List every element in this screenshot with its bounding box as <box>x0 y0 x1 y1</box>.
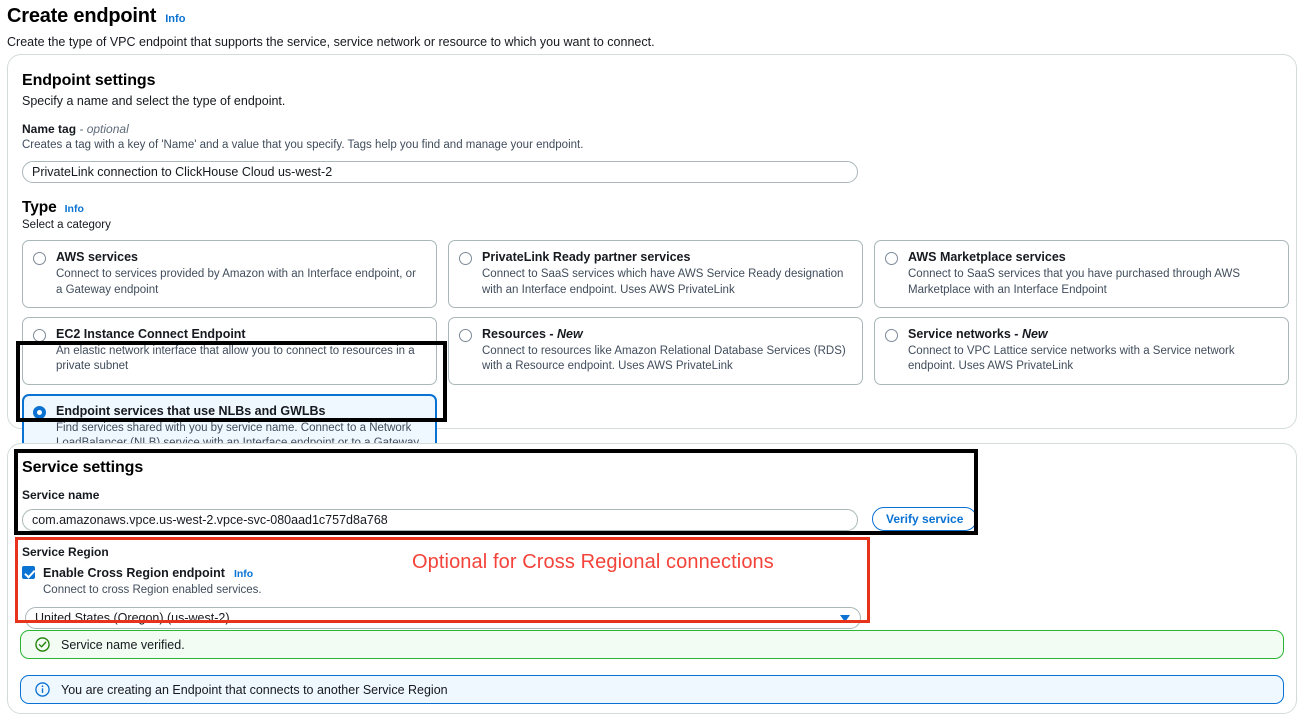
type-label: Type <box>22 198 57 216</box>
type-option-aws-services[interactable]: AWS services Connect to services provide… <box>22 239 437 308</box>
type-option-description: Connect to resources like Amazon Relatio… <box>482 345 846 373</box>
type-option-description: Connect to VPC Lattice service networks … <box>908 345 1235 373</box>
type-option-description: Connect to SaaS services that you have p… <box>908 268 1240 296</box>
type-option-title-text: Resources - <box>482 326 558 341</box>
name-tag-hint: Creates a tag with a key of 'Name' and a… <box>22 139 584 152</box>
service-settings-title: Service settings <box>22 459 144 476</box>
type-option-new-badge: New <box>557 326 583 341</box>
annotation-cross-region-note: Optional for Cross Regional connections <box>412 551 774 573</box>
type-option-title: Resources - New <box>482 327 851 343</box>
name-tag-label-text: Name tag <box>22 122 77 137</box>
type-option-description: Connect to services provided by Amazon w… <box>56 268 416 296</box>
page-info-link[interactable]: Info <box>165 13 186 25</box>
service-name-verified-alert: Service name verified. <box>20 630 1284 659</box>
type-option-title-text: Service networks - <box>908 326 1022 341</box>
service-region-select-wrap[interactable]: United States (Oregon) (us-west-2) <box>25 606 861 629</box>
type-option-title: Service networks - New <box>908 327 1277 343</box>
info-circle-icon <box>35 682 50 697</box>
type-option-title: AWS Marketplace services <box>908 249 1066 264</box>
name-tag-label: Name tag - optional <box>22 122 1282 136</box>
radio-icon-selected[interactable] <box>33 405 46 419</box>
enable-cross-region-hint: Connect to cross Region enabled services… <box>43 583 262 596</box>
type-option-aws-marketplace-services[interactable]: AWS Marketplace services Connect to SaaS… <box>874 239 1289 308</box>
endpoint-settings-title: Endpoint settings <box>22 72 156 89</box>
service-region-label: Service Region <box>22 545 109 560</box>
page-header: Create endpoint Info Create the type of … <box>0 0 1304 50</box>
radio-icon[interactable] <box>885 328 898 342</box>
radio-icon[interactable] <box>33 328 46 342</box>
alert-text: You are creating an Endpoint that connec… <box>61 682 448 697</box>
cross-region-info-link[interactable]: Info <box>233 568 254 581</box>
radio-icon[interactable] <box>459 328 472 342</box>
type-option-description: An elastic network interface that allow … <box>56 345 415 373</box>
radio-icon[interactable] <box>33 251 46 265</box>
type-option-title: EC2 Instance Connect Endpoint <box>56 326 246 341</box>
type-option-title: AWS services <box>56 249 138 264</box>
type-options-grid: AWS services Connect to services provide… <box>22 239 1289 477</box>
service-name-label: Service name <box>22 488 100 503</box>
enable-cross-region-row[interactable]: Enable Cross Region endpoint Info Connec… <box>22 565 1282 598</box>
type-option-new-badge: New <box>1021 326 1048 341</box>
alert-text: Service name verified. <box>61 637 185 652</box>
verify-service-button[interactable]: Verify service <box>872 507 978 532</box>
name-tag-optional-text: - optional <box>79 122 129 137</box>
type-info-link[interactable]: Info <box>64 202 84 215</box>
type-option-privatelink-ready-partner-services[interactable]: PrivateLink Ready partner services Conne… <box>448 239 863 308</box>
type-option-title: Endpoint services that use NLBs and GWLB… <box>56 403 326 418</box>
radio-icon[interactable] <box>459 251 472 265</box>
radio-icon[interactable] <box>885 251 898 265</box>
type-option-title: PrivateLink Ready partner services <box>482 249 691 264</box>
page-title-row: Create endpoint Info <box>7 5 1304 28</box>
service-settings-panel: Service settings Service name Verify ser… <box>7 443 1297 714</box>
page-title: Create endpoint <box>7 5 157 27</box>
enable-cross-region-label: Enable Cross Region endpoint <box>43 566 225 581</box>
cross-region-endpoint-alert: You are creating an Endpoint that connec… <box>20 675 1284 704</box>
name-tag-input[interactable] <box>22 160 858 183</box>
type-heading-row: Type Info <box>22 199 1282 217</box>
type-sub-label: Select a category <box>22 218 111 231</box>
check-circle-icon <box>35 637 50 652</box>
endpoint-settings-description: Specify a name and select the type of en… <box>22 94 286 109</box>
page-description: Create the type of VPC endpoint that sup… <box>7 35 655 49</box>
type-option-description: Connect to SaaS services which have AWS … <box>482 268 844 296</box>
service-name-input[interactable] <box>22 509 858 532</box>
enable-cross-region-checkbox[interactable] <box>22 566 35 580</box>
type-option-service-networks[interactable]: Service networks - New Connect to VPC La… <box>874 316 1289 385</box>
type-option-ec2-instance-connect-endpoint[interactable]: EC2 Instance Connect Endpoint An elastic… <box>22 316 437 385</box>
service-region-select[interactable]: United States (Oregon) (us-west-2) <box>25 606 861 629</box>
endpoint-settings-panel: Endpoint settings Specify a name and sel… <box>7 54 1297 477</box>
type-option-resources[interactable]: Resources - New Connect to resources lik… <box>448 316 863 385</box>
